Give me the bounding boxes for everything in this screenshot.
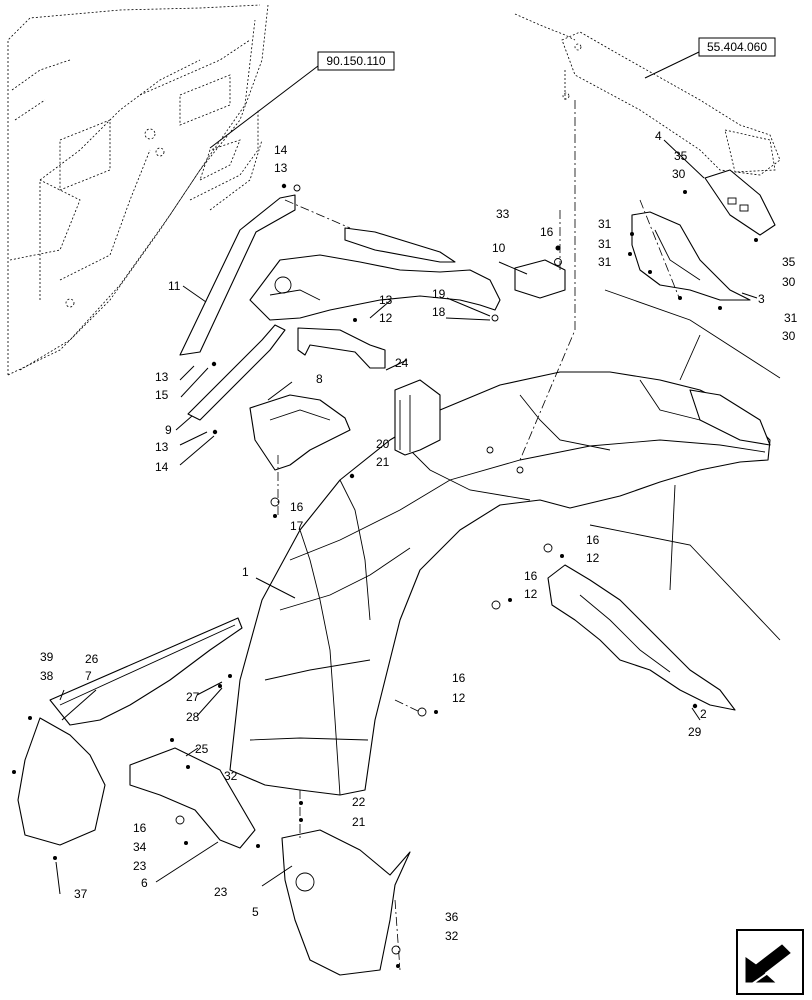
- bezel-4: [704, 169, 776, 236]
- callout-12b[interactable]: 12: [586, 551, 600, 565]
- callout-25[interactable]: 25: [195, 742, 209, 756]
- ref-light-text: 55.404.060: [707, 40, 767, 54]
- callout-30b[interactable]: 30: [782, 275, 796, 289]
- work-light-assembly: [514, 13, 781, 176]
- ref-cab-text: 90.150.110: [326, 54, 385, 68]
- callout-39[interactable]: 39: [40, 650, 54, 664]
- callout-5[interactable]: 5: [252, 905, 259, 919]
- callout-33[interactable]: 33: [496, 207, 510, 221]
- side-panel-2: [547, 564, 736, 711]
- fender-support-arm: [249, 227, 501, 321]
- callout-34[interactable]: 34: [133, 840, 147, 854]
- callout-9[interactable]: 9: [165, 423, 172, 437]
- callout-28[interactable]: 28: [186, 710, 200, 724]
- callout-23b[interactable]: 23: [214, 885, 228, 899]
- cab-structure: [7, 4, 269, 376]
- callout-13b[interactable]: 13: [379, 293, 393, 307]
- callout-13c[interactable]: 13: [155, 370, 169, 384]
- strut-11: [179, 194, 296, 356]
- callout-22[interactable]: 22: [352, 795, 366, 809]
- callout-26[interactable]: 26: [85, 652, 99, 666]
- extension-5: [281, 829, 411, 976]
- bracket-24: [297, 327, 386, 369]
- mud-flap-7: [17, 717, 106, 846]
- callout-4[interactable]: 4: [655, 129, 662, 143]
- callout-31b[interactable]: 31: [598, 237, 612, 251]
- ref-cab-leader: [209, 65, 319, 149]
- ref-box-light[interactable]: 55.404.060: [698, 37, 776, 57]
- callout-11[interactable]: 11: [168, 279, 181, 293]
- callout-31d[interactable]: 31: [784, 311, 798, 325]
- callout-32a[interactable]: 32: [224, 769, 238, 783]
- callout-35b[interactable]: 35: [782, 255, 796, 269]
- callout-35a[interactable]: 35: [674, 149, 688, 163]
- callout-16a[interactable]: 16: [540, 225, 554, 239]
- callout-38[interactable]: 38: [40, 669, 54, 683]
- callout-19[interactable]: 19: [432, 287, 446, 301]
- callout-32b[interactable]: 32: [445, 929, 459, 943]
- flap-extension-26: [49, 617, 243, 726]
- callout-15[interactable]: 15: [155, 388, 169, 402]
- callouts: 1 2 3 4 5 6 7 8 9 10 11 12 12 12 12 13 1…: [40, 129, 798, 943]
- callout-18[interactable]: 18: [432, 305, 446, 319]
- callout-31a[interactable]: 31: [598, 217, 612, 231]
- callout-10[interactable]: 10: [492, 241, 506, 255]
- callout-16d[interactable]: 16: [524, 569, 538, 583]
- callout-36[interactable]: 36: [445, 910, 459, 924]
- callout-1[interactable]: 1: [242, 565, 249, 579]
- bracket-10: [514, 259, 566, 299]
- callout-31c[interactable]: 31: [598, 255, 612, 269]
- callout-3[interactable]: 3: [758, 292, 765, 306]
- callout-17[interactable]: 17: [290, 519, 304, 533]
- bracket-6: [129, 747, 256, 849]
- strut-9: [187, 324, 286, 421]
- callout-21a[interactable]: 21: [376, 455, 390, 469]
- callout-37[interactable]: 37: [74, 887, 88, 901]
- navigation-arrow-icon[interactable]: [736, 929, 804, 995]
- callout-8[interactable]: 8: [316, 372, 323, 386]
- callout-16e[interactable]: 16: [452, 671, 466, 685]
- callout-2[interactable]: 2: [700, 707, 707, 721]
- callout-16b[interactable]: 16: [290, 500, 304, 514]
- callout-23a[interactable]: 23: [133, 859, 147, 873]
- callout-6[interactable]: 6: [141, 876, 148, 890]
- callout-13d[interactable]: 13: [155, 440, 169, 454]
- rear-fender: [229, 371, 771, 796]
- callout-13a[interactable]: 13: [274, 161, 288, 175]
- ref-box-cab[interactable]: 90.150.110: [317, 51, 395, 71]
- callout-14b[interactable]: 14: [155, 460, 169, 474]
- callout-12c[interactable]: 12: [524, 587, 538, 601]
- ref-light-leader: [644, 51, 700, 79]
- callout-14a[interactable]: 14: [274, 143, 288, 157]
- callout-16c[interactable]: 16: [586, 533, 600, 547]
- callout-24[interactable]: 24: [395, 356, 409, 370]
- callout-27[interactable]: 27: [186, 690, 200, 704]
- callout-16f[interactable]: 16: [133, 821, 147, 835]
- hardware: [12, 183, 758, 968]
- panel-3: [631, 211, 751, 301]
- shield-8: [249, 394, 351, 471]
- assembly-lines: [277, 100, 781, 971]
- leader-lines: [55, 139, 758, 895]
- callout-30a[interactable]: 30: [672, 167, 686, 181]
- callout-7[interactable]: 7: [85, 669, 92, 683]
- callout-29[interactable]: 29: [688, 725, 702, 739]
- callout-20[interactable]: 20: [376, 437, 390, 451]
- callout-21b[interactable]: 21: [352, 815, 366, 829]
- callout-12a[interactable]: 12: [379, 311, 393, 325]
- callout-12d[interactable]: 12: [452, 691, 466, 705]
- callout-30c[interactable]: 30: [782, 329, 796, 343]
